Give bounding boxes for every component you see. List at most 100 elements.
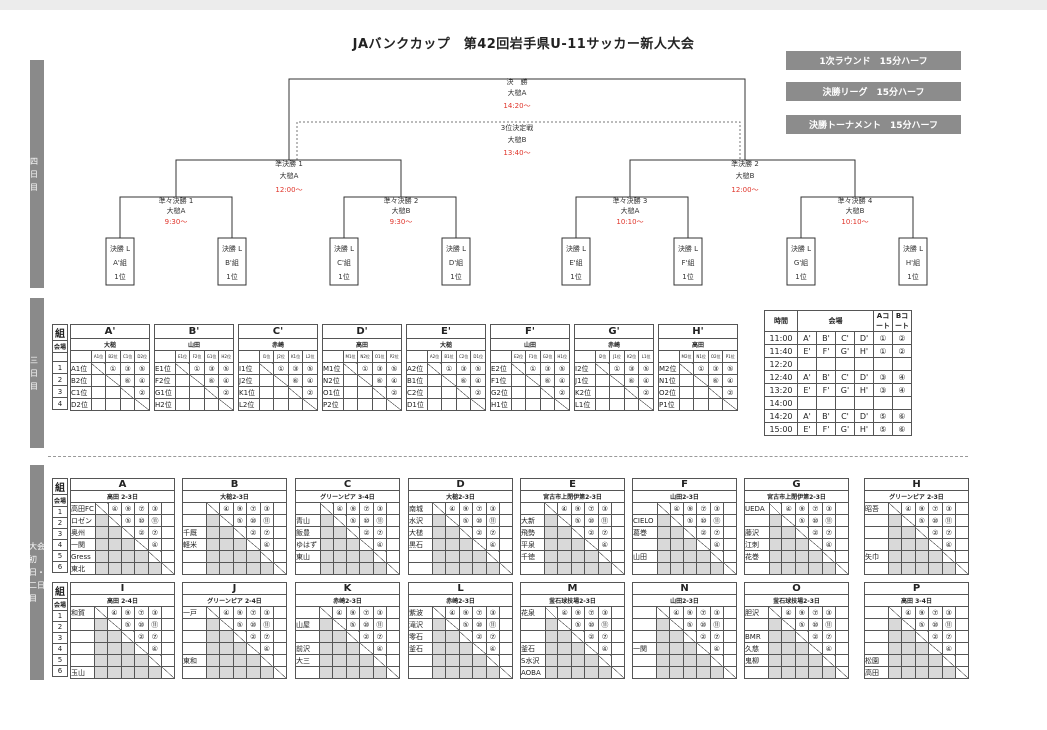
match-cell [386, 526, 400, 539]
match-cell: ⑦ [472, 606, 487, 619]
group-name: H [864, 478, 969, 491]
qf1-time: 9:30〜 [165, 218, 188, 226]
group-team: 葛巻 [632, 526, 658, 539]
match-cell [669, 550, 684, 563]
group-team [863, 526, 890, 539]
match-cell [120, 654, 136, 667]
schedule-cell: ③ [873, 383, 893, 397]
qf4-time: 10:10〜 [841, 218, 868, 226]
match-cell: ⑩ [246, 514, 261, 527]
side-label-day3: 三日目 [30, 298, 44, 448]
match-cell [345, 562, 361, 575]
match-cell: ④ [709, 642, 724, 655]
group-name: D [408, 478, 513, 491]
group-team [863, 538, 890, 551]
match-cell: ④ [332, 606, 347, 619]
match-cell [119, 386, 136, 399]
qf3-venue: 大槌A [621, 206, 640, 215]
match-cell [121, 526, 136, 539]
match-cell [161, 526, 175, 539]
group-team [181, 630, 208, 643]
match-cell [696, 562, 711, 575]
match-cell [359, 538, 374, 551]
match-cell: ② [134, 630, 149, 643]
match-cell [794, 550, 810, 563]
group-team [631, 654, 658, 667]
match-cell [432, 630, 447, 643]
group-venue: グリーンピア 2-3日 [864, 490, 969, 503]
match-cell [656, 562, 671, 575]
group-header-team: M1位 [342, 350, 359, 363]
schedule-cell: ④ [892, 370, 912, 384]
schedule-cell: 12:20 [764, 357, 798, 371]
match-cell [359, 642, 374, 655]
match-cell [134, 654, 149, 667]
match-cell: ② [808, 526, 823, 539]
match-cell [888, 666, 903, 679]
match-cell [570, 550, 586, 563]
group-team: 山屋 [294, 618, 321, 631]
group-venue: 大槌2-3日 [408, 490, 513, 503]
match-cell: ⑩ [472, 618, 487, 631]
match-cell [259, 550, 274, 563]
schedule-cell: C' [835, 331, 855, 345]
match-cell: ② [638, 386, 654, 399]
match-cell [594, 374, 611, 387]
match-cell [835, 642, 849, 655]
group-team: M2位 [658, 362, 680, 375]
match-cell [835, 526, 849, 539]
match-cell: ④ [332, 502, 347, 515]
match-cell [544, 514, 559, 527]
group-team: 南城 [407, 502, 434, 515]
schedule-cell: 11:00 [764, 331, 798, 345]
bracket-entry-text: 1位 [682, 272, 693, 281]
group-team [69, 630, 96, 643]
group-team: UEDA [744, 502, 770, 515]
schedule-header-b-court: Bコート [892, 310, 912, 332]
group-header-team: E2位 [510, 350, 527, 363]
match-cell [611, 550, 625, 563]
match-cell [544, 562, 559, 575]
group-team [631, 606, 658, 619]
match-cell [319, 666, 334, 679]
match-cell [544, 618, 559, 631]
match-cell [206, 606, 221, 619]
match-cell [768, 630, 783, 643]
match-cell: ⑩ [134, 618, 149, 631]
match-cell [594, 386, 611, 399]
match-cell [386, 398, 402, 411]
match-cell [232, 666, 248, 679]
match-cell [544, 502, 559, 515]
bracket-entry-text: 1位 [338, 272, 349, 281]
match-cell: ③ [372, 502, 388, 515]
match-cell [835, 618, 849, 631]
match-cell [656, 642, 671, 655]
match-cell [955, 526, 969, 539]
match-cell [656, 550, 671, 563]
match-cell [570, 666, 586, 679]
match-cell [94, 562, 109, 575]
match-cell [319, 514, 334, 527]
match-cell [709, 550, 725, 563]
schedule-cell [873, 357, 893, 371]
match-cell: ⑤ [232, 618, 248, 631]
match-cell [928, 666, 943, 679]
group-header-team: P1位 [722, 350, 738, 363]
match-cell [90, 398, 107, 411]
match-cell: ⑨ [794, 606, 810, 619]
match-cell: ③ [203, 362, 220, 375]
bracket-entry-box [105, 237, 135, 286]
match-cell [794, 526, 810, 539]
match-cell [768, 550, 783, 563]
match-cell: ④ [445, 606, 460, 619]
group-team [407, 550, 434, 563]
match-cell [357, 374, 373, 387]
group-venue: 赤崎 [574, 338, 654, 351]
match-cell [332, 514, 347, 527]
match-cell: ③ [623, 362, 640, 375]
group-venue: 赤崎2-3日 [295, 594, 400, 607]
match-cell [107, 526, 123, 539]
group-team: I1位 [238, 362, 260, 375]
